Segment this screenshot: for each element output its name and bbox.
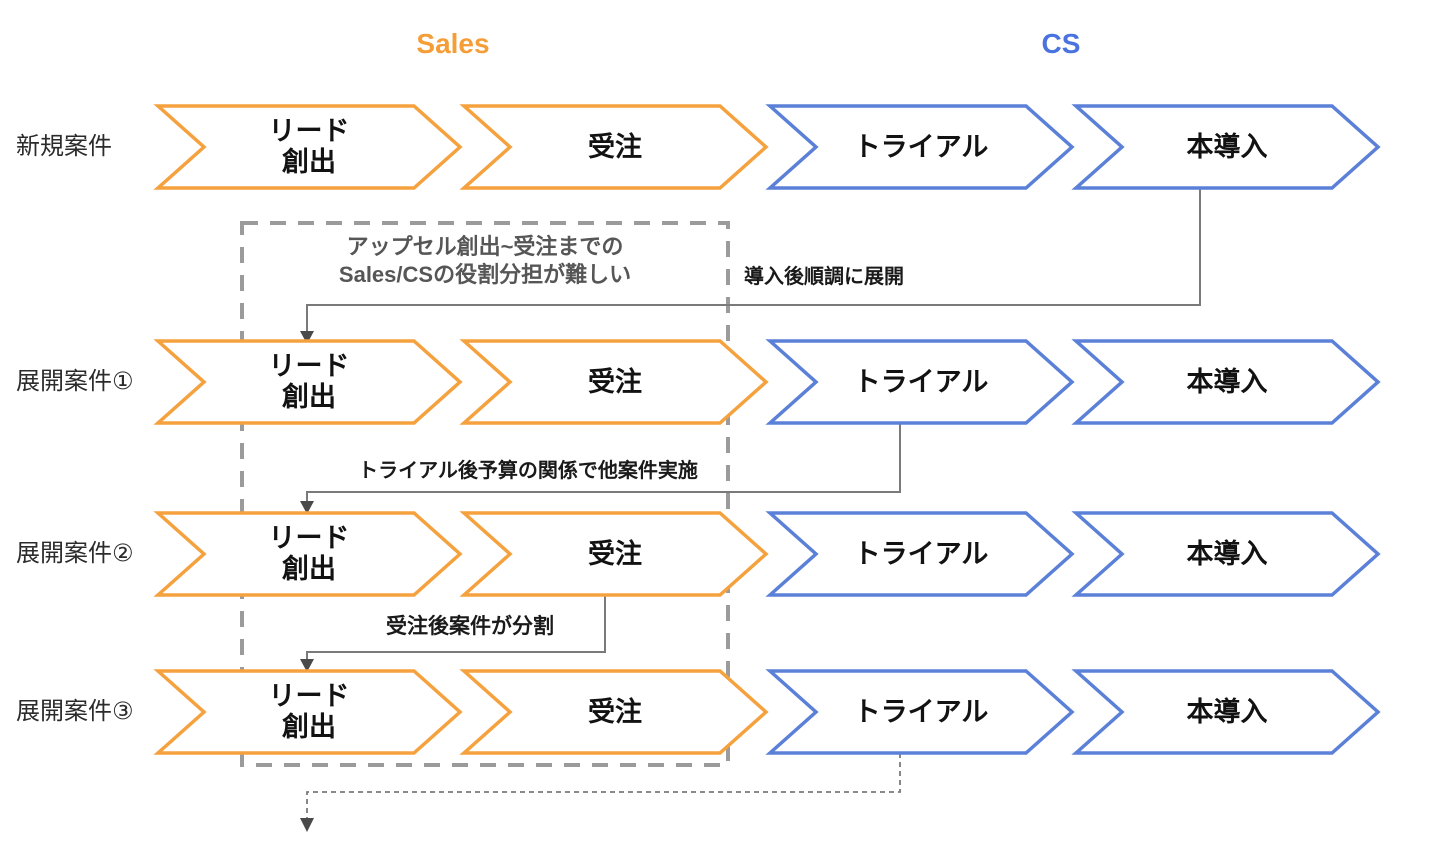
annotation-upsell-line2: Sales/CSの役割分担が難しい bbox=[338, 262, 632, 287]
chevron-row4-lead-generation bbox=[153, 669, 463, 755]
chevron-row2-order bbox=[459, 339, 769, 425]
stage-label-line: 受注 bbox=[588, 131, 642, 162]
arrowhead-expand1 bbox=[300, 331, 314, 344]
stage-label-lead-generation: リード 創出 bbox=[204, 341, 414, 423]
stage-label-line: トライアル bbox=[853, 366, 989, 397]
stage-label-order: 受注 bbox=[510, 106, 720, 188]
chevron-row1-trial bbox=[765, 104, 1075, 190]
row-label-new-deal: 新規案件 bbox=[16, 133, 112, 160]
chevron-row1-order bbox=[459, 104, 769, 190]
stage-label-trial: トライアル bbox=[816, 106, 1026, 188]
chevron-row3-order bbox=[459, 511, 769, 597]
sales-scope-dashed-box bbox=[240, 221, 730, 767]
stage-label-order: 受注 bbox=[510, 341, 720, 423]
stage-label-lead-generation: リード 創出 bbox=[204, 513, 414, 595]
stage-label-line: リード bbox=[268, 351, 350, 381]
stage-label-line: 受注 bbox=[588, 538, 642, 569]
cs-column-header: CS bbox=[1041, 28, 1081, 59]
connector-expand1-to-expand2 bbox=[306, 423, 901, 503]
stage-label-line: リード bbox=[268, 681, 350, 711]
stage-label-line: 本導入 bbox=[1186, 131, 1268, 162]
annotation-after-order: 受注後案件が分割 bbox=[386, 615, 554, 638]
annotation-after-install: 導入後順調に展開 bbox=[744, 266, 904, 288]
stage-label-line: トライアル bbox=[853, 538, 989, 569]
chevron-row2-trial bbox=[765, 339, 1075, 425]
chevron-row2-lead-generation bbox=[153, 339, 463, 425]
stage-label-line: 創出 bbox=[282, 147, 336, 177]
arrowhead-continues bbox=[300, 818, 314, 832]
stage-label-line: 創出 bbox=[282, 712, 336, 742]
stage-label-line: リード bbox=[268, 523, 350, 553]
annotation-upsell-line1: アップセル創出~受注までの bbox=[346, 234, 624, 259]
annotation-after-trial: トライアル後予算の関係で他案件実施 bbox=[358, 460, 698, 482]
chevron-row4-full-deployment bbox=[1071, 669, 1381, 755]
connector-expand2-to-expand3 bbox=[306, 595, 606, 661]
sales-column-header: Sales bbox=[416, 28, 490, 59]
stage-label-line: 本導入 bbox=[1186, 366, 1268, 397]
chevron-row3-trial bbox=[765, 511, 1075, 597]
stage-label-line: トライアル bbox=[853, 131, 989, 162]
stage-label-line: 本導入 bbox=[1186, 538, 1268, 569]
stage-label-line: 受注 bbox=[588, 366, 642, 397]
stage-label-trial: トライアル bbox=[816, 341, 1026, 423]
stage-label-lead-generation: リード 創出 bbox=[204, 671, 414, 753]
stage-label-full-deployment: 本導入 bbox=[1122, 341, 1332, 423]
connector-expand3-continues bbox=[306, 753, 901, 820]
row-label-expansion-3: 展開案件③ bbox=[16, 698, 134, 725]
stage-label-full-deployment: 本導入 bbox=[1122, 513, 1332, 595]
chevron-row2-full-deployment bbox=[1071, 339, 1381, 425]
stage-label-order: 受注 bbox=[510, 513, 720, 595]
chevron-row1-lead-generation bbox=[153, 104, 463, 190]
chevron-row4-order bbox=[459, 669, 769, 755]
annotation-upsell-role-split: アップセル創出~受注までの Sales/CSの役割分担が難しい bbox=[250, 233, 720, 289]
stage-label-lead-generation: リード 創出 bbox=[204, 106, 414, 188]
stage-label-trial: トライアル bbox=[816, 671, 1026, 753]
stage-label-line: トライアル bbox=[853, 696, 989, 727]
stage-label-full-deployment: 本導入 bbox=[1122, 671, 1332, 753]
stage-label-line: 創出 bbox=[282, 554, 336, 584]
stage-label-line: 創出 bbox=[282, 382, 336, 412]
connector-new-to-expand1 bbox=[306, 188, 1201, 333]
stage-label-full-deployment: 本導入 bbox=[1122, 106, 1332, 188]
row-label-expansion-2: 展開案件② bbox=[16, 540, 134, 567]
chevron-row1-full-deployment bbox=[1071, 104, 1381, 190]
stage-label-order: 受注 bbox=[510, 671, 720, 753]
chevron-row3-lead-generation bbox=[153, 511, 463, 597]
stage-label-line: 受注 bbox=[588, 696, 642, 727]
arrowhead-expand2 bbox=[300, 501, 314, 514]
stage-label-line: 本導入 bbox=[1186, 696, 1268, 727]
stage-label-line: リード bbox=[268, 116, 350, 146]
chevron-row4-trial bbox=[765, 669, 1075, 755]
row-label-expansion-1: 展開案件① bbox=[16, 368, 134, 395]
stage-label-trial: トライアル bbox=[816, 513, 1026, 595]
chevron-row3-full-deployment bbox=[1071, 511, 1381, 597]
arrowhead-expand3 bbox=[300, 659, 314, 672]
